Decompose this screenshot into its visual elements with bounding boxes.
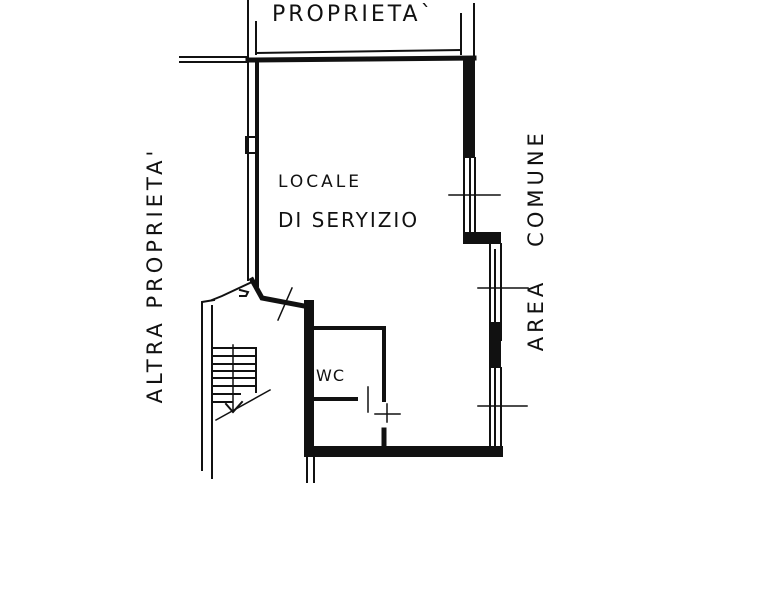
wall-top bbox=[245, 55, 477, 63]
entrance-doorway bbox=[210, 276, 307, 321]
boundary-line-left bbox=[179, 56, 249, 63]
room-label-line2: DI SERYIZIO bbox=[278, 208, 420, 232]
common-area-label-word1: COMUNE bbox=[524, 129, 548, 247]
window-right-lower bbox=[477, 367, 528, 446]
neighbor-property-label-top: PROPRIETA` bbox=[272, 2, 435, 27]
wc-label: WC bbox=[316, 366, 345, 385]
wall-right-upper bbox=[463, 58, 475, 158]
window-right-middle bbox=[477, 243, 529, 341]
common-area-label-word2: AREA bbox=[524, 278, 548, 352]
stairwell bbox=[201, 298, 272, 479]
wall-wc-left bbox=[304, 300, 314, 457]
wall-right-lower-solid bbox=[489, 322, 501, 368]
room-label-line1: LOCALE bbox=[278, 172, 362, 192]
neighbor-property-label-left: ALTRA PROPRIETA' bbox=[143, 146, 167, 404]
wall-left bbox=[245, 58, 259, 287]
wall-bottom bbox=[305, 446, 503, 457]
top-property-outline bbox=[247, 0, 475, 61]
window-right-upper bbox=[448, 157, 501, 233]
wc-walls bbox=[312, 326, 401, 449]
wall-right-jog bbox=[463, 232, 501, 244]
